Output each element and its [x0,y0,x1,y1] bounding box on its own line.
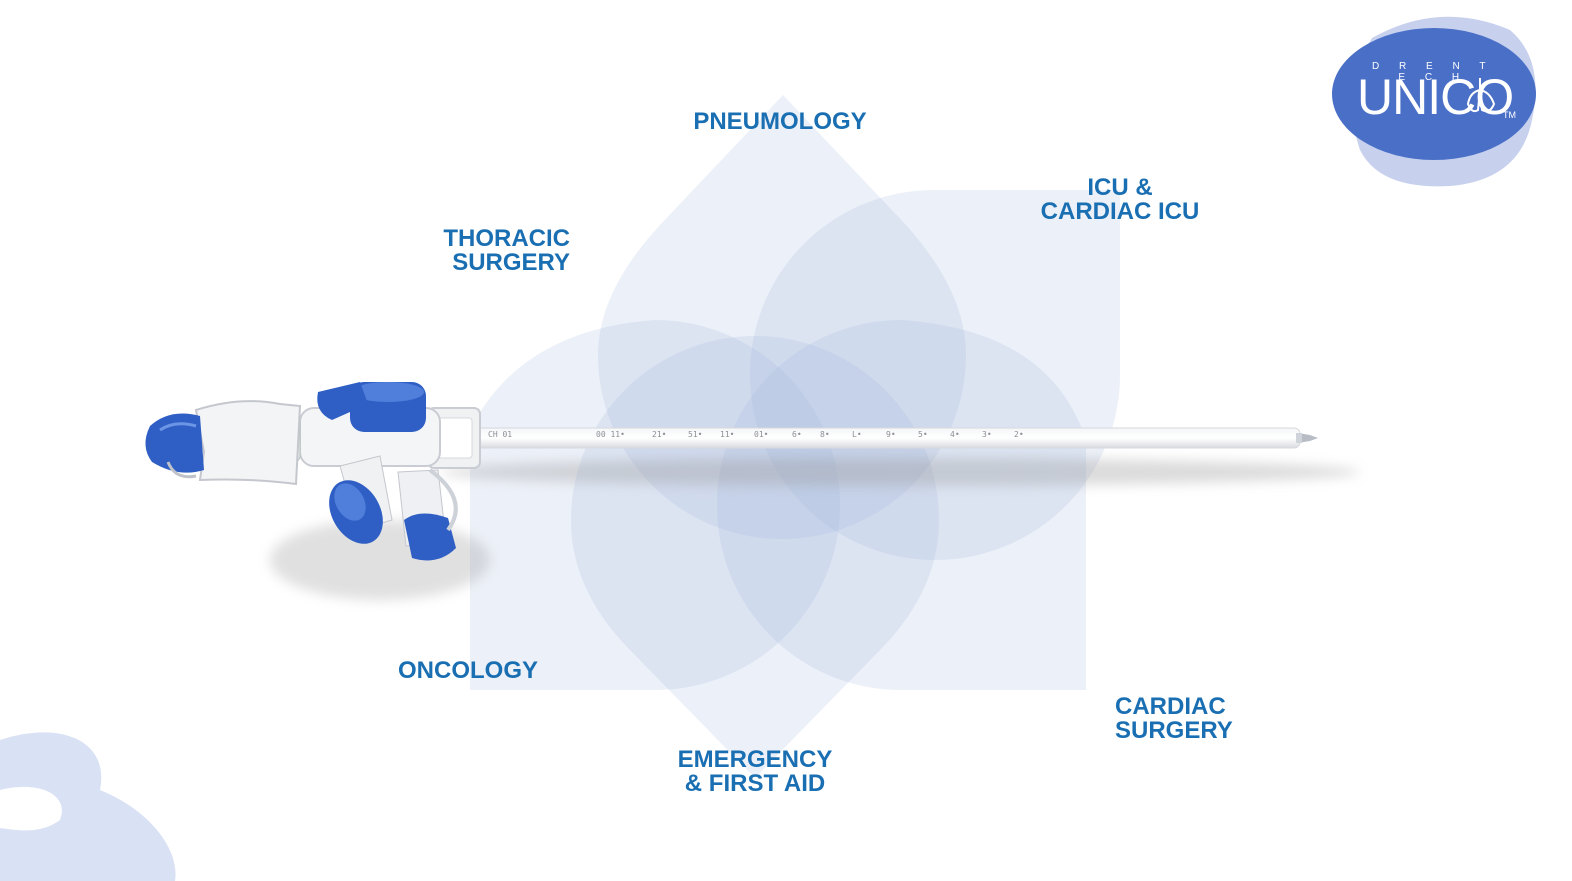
svg-text:00 11•: 00 11• [596,430,625,439]
svg-text:8•: 8• [820,430,830,439]
label-emergency: EMERGENCY & FIRST AID [677,746,833,797]
catheter: CH 01 00 11• 21• 51• 11• 01• 6• 8• L• 9•… [469,427,1318,449]
svg-text:11•: 11• [720,430,734,439]
label-thoracic-surgery: THORACIC SURGERY [443,225,570,276]
side-port-1 [329,455,393,544]
catheter-tip [1298,433,1318,443]
brand-tagline: D R E N T E C H [1372,61,1494,83]
rear-cap [145,413,204,473]
petal-thoracic [470,320,840,690]
corner-decoration-cut [0,786,62,831]
svg-text:CH 01: CH 01 [488,430,512,439]
trademark-mark: TM [1503,110,1516,120]
svg-text:L•: L• [852,430,862,439]
svg-text:9•: 9• [886,430,896,439]
valve-lever [317,382,368,420]
svg-text:5•: 5• [918,430,928,439]
svg-text:51•: 51• [688,430,702,439]
depth-marks: CH 01 00 11• 21• 51• 11• 01• 6• 8• L• 9•… [488,430,1024,439]
svg-text:6•: 6• [792,430,802,439]
hand-grip [194,400,302,486]
petal-cardiac [716,320,1086,690]
brand-logo [1332,16,1536,187]
label-oncology: ONCOLOGY [398,657,539,684]
side-port-2 [397,468,458,561]
brand-name: UNICO [1357,69,1514,125]
label-icu: ICU & CARDIAC ICU [1040,174,1200,225]
svg-text:01•: 01• [754,430,768,439]
svg-text:4•: 4• [950,430,960,439]
device-shadow [440,458,1360,486]
catheter-tip-needle [1296,433,1302,443]
device-hub [145,382,481,561]
label-pneumology: PNEUMOLOGY [693,108,867,135]
corner-decoration [0,732,176,881]
label-cardiac-surgery: CARDIAC SURGERY [1115,693,1233,744]
petal-emergency [571,336,939,778]
svg-text:2•: 2• [1014,430,1024,439]
svg-text:3•: 3• [982,430,992,439]
svg-text:21•: 21• [652,430,666,439]
catheter-tube [469,427,1301,449]
lungs-icon [1466,78,1496,113]
